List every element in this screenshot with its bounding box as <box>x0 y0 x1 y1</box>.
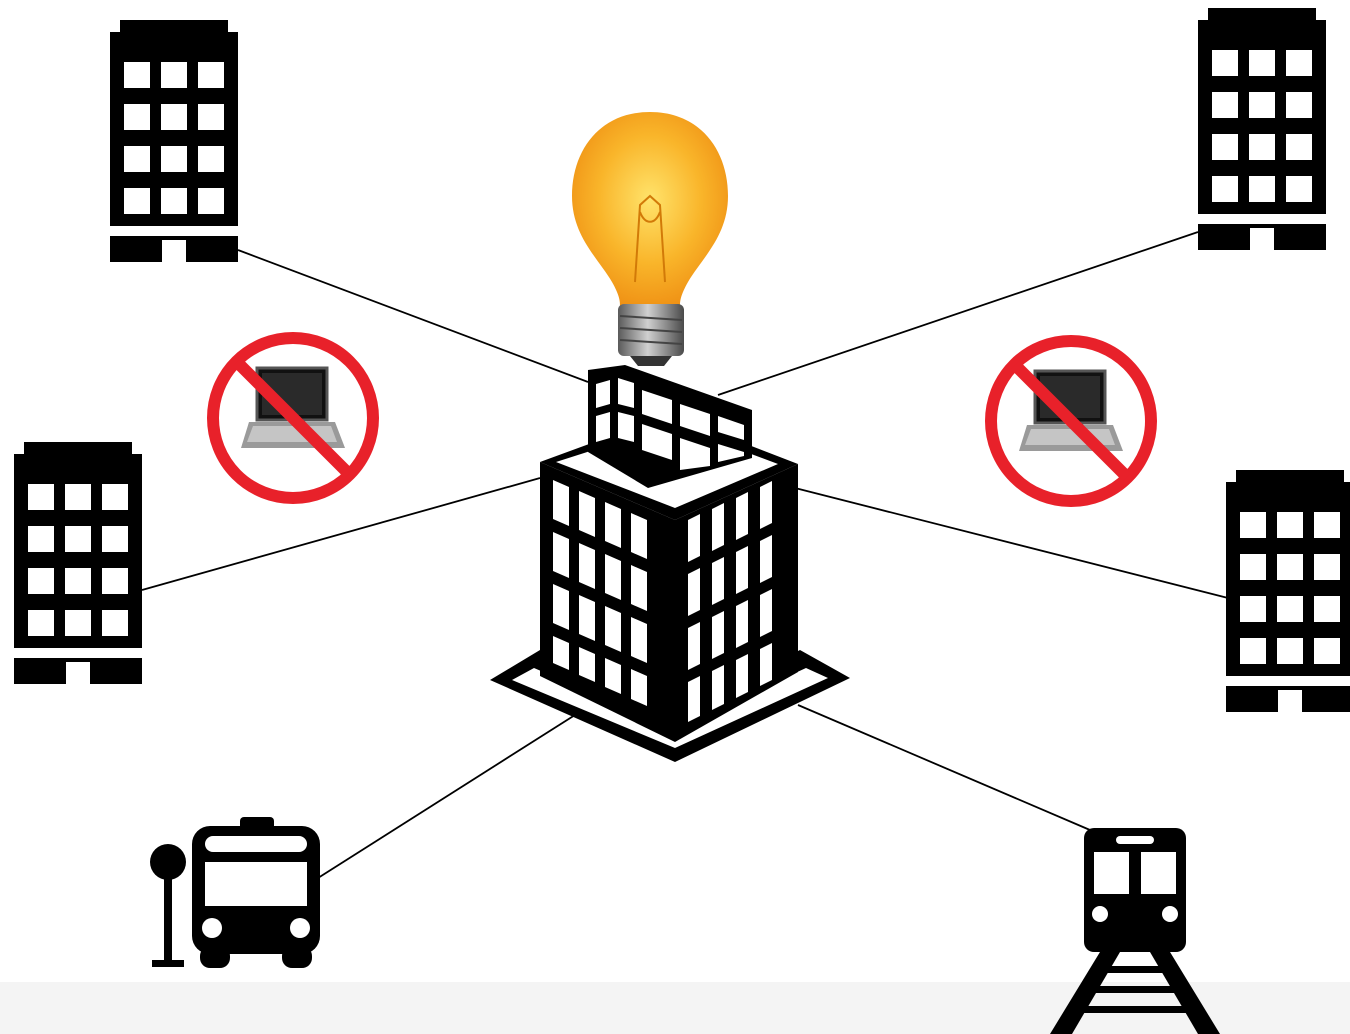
train-icon <box>1050 828 1220 1034</box>
edge-bus <box>317 714 576 879</box>
apartment-building-icon <box>14 442 142 684</box>
apartment-building-icon <box>1226 470 1350 712</box>
edge-top-left <box>237 249 589 383</box>
edge-mid-left <box>141 477 541 591</box>
bus-stop-icon <box>150 817 320 968</box>
edge-mid-right <box>794 487 1229 599</box>
no-laptop-icon <box>213 338 373 498</box>
office-tower-icon <box>490 365 850 762</box>
edge-top-right <box>717 231 1199 396</box>
apartment-building-icon <box>1198 8 1326 250</box>
lightbulb-icon <box>572 112 728 366</box>
no-laptop-icon <box>991 341 1151 501</box>
apartment-building-icon <box>110 20 238 262</box>
connector-lines <box>141 231 1229 879</box>
edge-train <box>797 704 1091 831</box>
